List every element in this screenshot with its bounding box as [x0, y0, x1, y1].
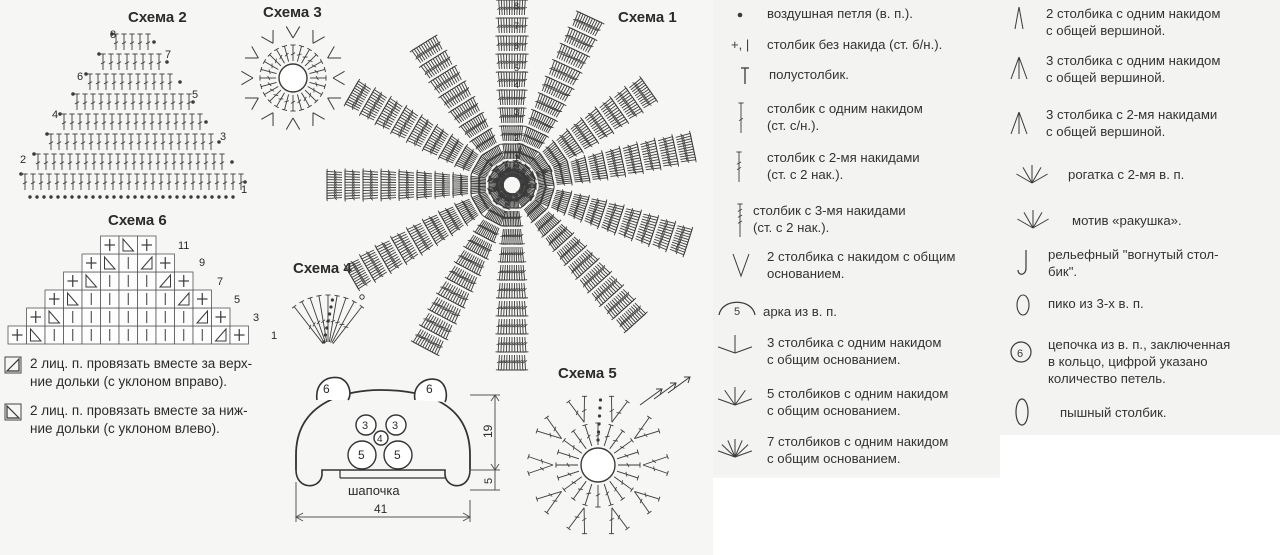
legend-chain-ring-3: количество петель. [1048, 371, 1166, 386]
schema-6-grid [7, 235, 249, 345]
legend-chain-ring: цепочка из в. п., заключенная [1048, 337, 1231, 352]
legend-3tr-tog-2: с общей вершиной. [1046, 124, 1166, 139]
row-label: 8 [514, 1, 519, 11]
hat-width-label: 41 [374, 502, 388, 516]
row-label: 5 [192, 89, 198, 101]
legend-treble: столбик с 2-мя накидами [767, 150, 920, 165]
legend-v-stitch-2: основанием. [767, 266, 845, 281]
legend-arch: арка из в. п. [763, 304, 837, 319]
hat-height-label: 19 [481, 424, 495, 438]
schema-6-title: Схема 6 [108, 212, 167, 229]
row-label: 5 [234, 294, 240, 306]
row-label: 3 [220, 131, 226, 143]
legend-chain-ring-2: в кольцо, цифрой указано [1048, 354, 1208, 369]
row-label: 5 [514, 63, 519, 73]
legend-5dc-shell: 5 столбиков с одним накидом [767, 386, 949, 401]
schema-1-diagram [326, 0, 697, 371]
row-label: 6 [514, 41, 519, 51]
schema-2-title: Схема 2 [128, 9, 187, 26]
circle-label: 3 [392, 420, 398, 432]
legend-single-crochet: столбик без накида (ст. б/н.). [767, 37, 943, 52]
legend-half-double: полустолбик. [769, 67, 849, 82]
hat-label: шапочка [348, 483, 400, 498]
legend-7dc-shell: 7 столбиков с одним накидом [767, 434, 949, 449]
legend-shell-motif: мотив «ракушка». [1072, 213, 1182, 228]
note-right-line2: ние дольки (с уклоном вправо). [30, 374, 227, 389]
note-left-line2: ние дольки (с уклоном влево). [30, 421, 220, 436]
legend-2dc-tog: 2 столбика с одним накидом [1046, 6, 1221, 21]
legend-2dc-tog-2: с общей вершиной. [1046, 23, 1166, 38]
svg-text:+, |: +, | [731, 37, 749, 52]
svg-text:6: 6 [1017, 348, 1023, 360]
decrease-right-icon [4, 356, 22, 374]
legend-3dc-shell: 3 столбика с одним накидом [767, 335, 942, 350]
legend-picot: пико из 3-х в. п. [1048, 296, 1144, 311]
legend-5dc-shell-2: с общим основанием. [767, 403, 901, 418]
ear-left-label: 6 [323, 382, 330, 396]
schema-4-diagram [291, 294, 365, 344]
legend-double-treble: столбик с 3-мя накидами [753, 203, 906, 218]
row-label: 3 [514, 107, 519, 117]
circle-label: 5 [358, 448, 365, 462]
schema-3-title: Схема 3 [263, 4, 322, 21]
row-label: 2 [20, 154, 26, 166]
schema-3-diagram [241, 26, 345, 130]
row-label: 1 [271, 330, 277, 342]
row-label: 8 [110, 29, 116, 41]
row-label: 3 [253, 312, 259, 324]
note-right-line1: 2 лиц. п. провязать вместе за верх- [30, 356, 252, 371]
legend-puff: пышный столбик. [1060, 405, 1167, 420]
legend-fork: рогатка с 2-мя в. п. [1068, 167, 1185, 182]
circle-label: 5 [394, 448, 401, 462]
blank-area [1000, 435, 1280, 555]
row-label: 7 [217, 276, 223, 288]
legend-3tr-tog: 3 столбика с 2-мя накидами [1046, 107, 1218, 122]
schema-1-title: Схема 1 [618, 9, 677, 26]
legend-v-stitch: 2 столбика с накидом с общим [767, 249, 956, 264]
legend-treble-abbr: (ст. с 2 нак.). [767, 167, 844, 182]
legend-3dc-shell-2: с общим основанием. [767, 352, 901, 367]
row-label: 7 [514, 21, 519, 31]
legend-double-treble-abbr: (ст. с 2 нак.). [753, 220, 830, 235]
schema-5-diagram [527, 376, 691, 535]
legend-chain-stitch: воздушная петля (в. п.). [767, 6, 913, 21]
schema-4-title: Схема 4 [293, 260, 352, 277]
row-label: 2 [514, 133, 519, 143]
schema-5-title: Схема 5 [558, 365, 617, 382]
legend-double-crochet: столбик с одним накидом [767, 101, 923, 116]
row-label: 11 [178, 240, 189, 252]
legend-back-post: рельефный "вогнутый стол- [1048, 247, 1219, 262]
legend-double-crochet-abbr: (ст. с/н.). [767, 118, 820, 133]
legend-3dc-tog: 3 столбика с одним накидом [1046, 53, 1221, 68]
row-label: 9 [199, 257, 205, 269]
blank-area [713, 478, 1013, 555]
row-label: 7 [165, 49, 171, 61]
note-left-line1: 2 лиц. п. провязать вместе за ниж- [30, 403, 248, 418]
hat-diagram: 6 6 3 3 4 5 5 шапочка 19 5 41 [294, 376, 500, 522]
legend-3dc-tog-2: с общей вершиной. [1046, 70, 1166, 85]
row-label: 4 [514, 80, 519, 90]
circle-label: 3 [362, 420, 368, 432]
legend-symbols: +, | 5 6 [717, 6, 1049, 458]
legend-back-post-2: бик". [1048, 264, 1078, 279]
hat-bottom-label: 5 [483, 478, 495, 484]
legend-panel [713, 0, 1280, 475]
circle-label: 4 [377, 434, 383, 445]
legend-7dc-shell-2: с общим основанием. [767, 451, 901, 466]
schema-2-diagram [19, 32, 247, 199]
row-label: 4 [52, 109, 58, 121]
ear-right-label: 6 [426, 382, 433, 396]
row-label: 1 [241, 184, 247, 196]
decrease-left-icon [4, 403, 22, 421]
row-label: 1 [514, 153, 519, 163]
svg-text:5: 5 [734, 306, 740, 318]
row-label: 6 [77, 71, 83, 83]
